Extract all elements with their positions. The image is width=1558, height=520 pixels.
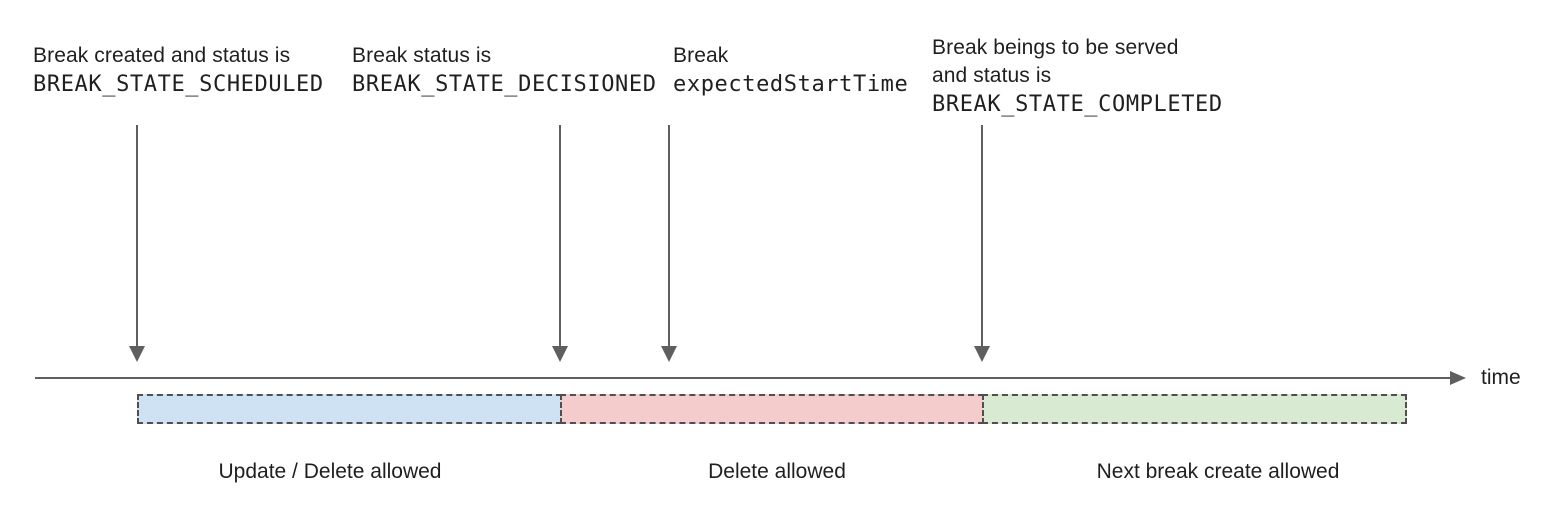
- segment-update-delete-allowed: [137, 394, 562, 424]
- arrowhead-down-icon: [661, 346, 677, 362]
- annotation-break-decisioned: Break status is BREAK_STATE_DECISIONED: [352, 42, 657, 99]
- down-arrow-icon: [552, 125, 568, 362]
- annotation-text: Break beings to be served: [932, 36, 1179, 59]
- arrow-stem: [136, 125, 138, 348]
- arrow-stem: [559, 125, 561, 348]
- arrowhead-right-icon: [1450, 371, 1466, 385]
- annotation-code: expectedStartTime: [673, 72, 909, 97]
- zone-label-delete: Delete allowed: [708, 460, 846, 483]
- arrow-stem: [981, 125, 983, 348]
- annotation-text: Break created and status is: [33, 44, 291, 67]
- arrowhead-down-icon: [129, 346, 145, 362]
- down-arrow-icon: [661, 125, 677, 362]
- down-arrow-icon: [129, 125, 145, 362]
- annotation-code: BREAK_STATE_DECISIONED: [352, 72, 657, 97]
- zone-label-update-delete: Update / Delete allowed: [218, 460, 442, 483]
- segment-next-break-create-allowed: [982, 394, 1407, 424]
- annotation-code: BREAK_STATE_COMPLETED: [932, 92, 1223, 117]
- annotation-text: and status is: [932, 64, 1052, 87]
- arrowhead-down-icon: [552, 346, 568, 362]
- annotation-expected-start-time: Break expectedStartTime: [673, 42, 908, 99]
- annotation-text: Break: [673, 44, 729, 67]
- arrow-stem: [668, 125, 670, 348]
- down-arrow-icon: [974, 125, 990, 362]
- annotation-break-completed: Break beings to be served and status is …: [932, 34, 1223, 119]
- arrowhead-down-icon: [974, 346, 990, 362]
- annotation-text: Break status is: [352, 44, 492, 67]
- time-axis-label: time: [1481, 366, 1521, 389]
- zone-label-next-break: Next break create allowed: [1096, 460, 1340, 483]
- time-axis-line: [35, 377, 1450, 379]
- annotation-code: BREAK_STATE_SCHEDULED: [33, 72, 324, 97]
- annotation-break-scheduled: Break created and status is BREAK_STATE_…: [33, 42, 324, 99]
- segment-delete-allowed: [560, 394, 984, 424]
